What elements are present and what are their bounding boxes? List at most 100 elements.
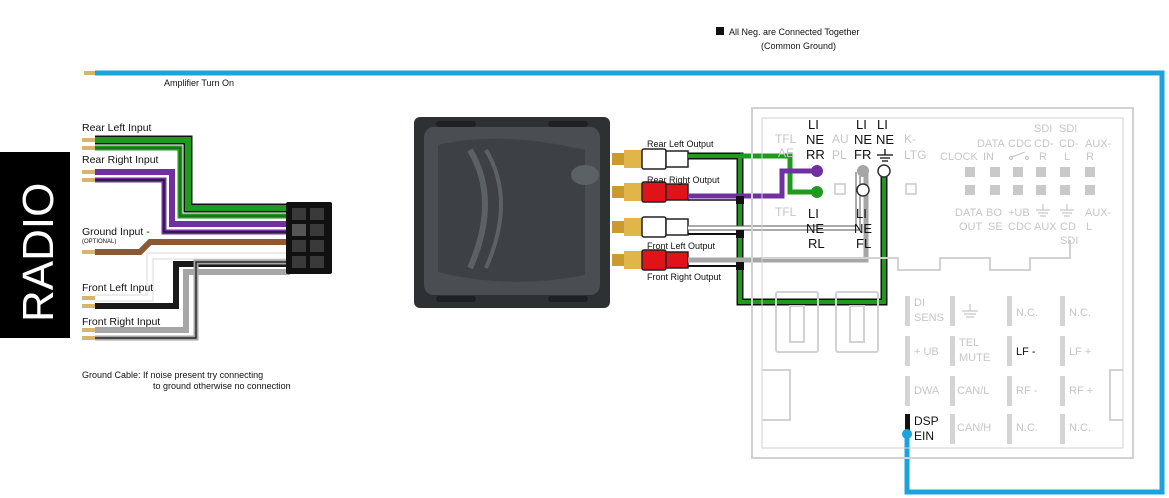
- line-fl-label-1: LI: [856, 206, 867, 221]
- pin-label-data-out-1: DATA: [955, 207, 983, 219]
- line-rl-label-2: NE: [806, 221, 824, 236]
- ground-optional-label: (OPTIONAL): [82, 239, 116, 245]
- pin-line-rl: [811, 186, 823, 198]
- rear-left-input-label: Rear Left Input: [82, 122, 152, 134]
- line-fr-label-2: NE: [854, 132, 872, 147]
- pin-label-ub-cdc-1: +UB: [1008, 207, 1030, 219]
- pin-label-can-h: CAN/H: [957, 422, 991, 434]
- pin-label-k-ltg-1: K-: [904, 132, 916, 146]
- line-fr-label-1: LI: [856, 117, 867, 132]
- pin-line-gnd: [877, 164, 891, 178]
- pin-label-nc-4: N.C.: [1069, 422, 1091, 434]
- pin-label-sdi-cdr-1: SDI: [1034, 123, 1052, 135]
- switch-icon: [1008, 151, 1030, 161]
- pin-label-lf-minus: LF -: [1016, 346, 1036, 358]
- rear-right-wire: [95, 169, 290, 227]
- rear-left-wire-2: [95, 145, 290, 219]
- neg-note-line2: (Common Ground): [761, 41, 836, 51]
- line-fl-label-3: FL: [856, 236, 871, 251]
- pin-label-data-out-2: OUT: [959, 221, 983, 233]
- pin-label-cdc: CDC: [1008, 138, 1032, 150]
- pin-label-rf-plus: RF +: [1069, 385, 1093, 397]
- neg-note-square: [716, 27, 724, 35]
- pin-label-aux-l-1: AUX-: [1085, 207, 1112, 219]
- pin-label-tel-mute-1: TEL: [959, 337, 979, 349]
- front-right-output-wire: [688, 172, 869, 263]
- ground-loop-wire: [688, 154, 886, 304]
- pin-label-data-in-1: DATA: [977, 138, 1005, 150]
- pin-label-sdi-cdl-2: CD-: [1059, 138, 1079, 150]
- line-fr-label-3: FR: [854, 147, 871, 162]
- pin-label-sdi-cdr-3: R: [1039, 151, 1047, 163]
- pin-label-k-ltg-2: LTG: [904, 148, 926, 162]
- pin-label-nc-3: N.C.: [1016, 422, 1038, 434]
- front-right-wire: [95, 269, 290, 333]
- front-left-output-label: Front Left Output: [647, 241, 716, 251]
- rear-left-output-label: Rear Left Output: [647, 139, 714, 149]
- ground-symbol-icon: [1036, 204, 1074, 217]
- front-right-output-label: Front Right Output: [647, 272, 722, 282]
- pin-label-clock: CLOCK: [940, 151, 979, 163]
- au-pl-pin: [834, 183, 846, 195]
- pin-label-dsp-ein-1: DSP: [914, 414, 939, 428]
- pin-label-nc-1: N.C.: [1016, 307, 1038, 319]
- pin-label-tfl-ae-2: AE: [778, 146, 794, 160]
- neg-note-line1: All Neg. are Connected Together: [729, 27, 859, 37]
- pin-label-bo-se-1: BO: [986, 207, 1002, 219]
- pin-label-aux-r-1: AUX-: [1085, 138, 1112, 150]
- pin-label-au-pl-2: PL: [832, 148, 847, 162]
- amp-turn-on-label: Amplifier Turn On: [164, 78, 234, 88]
- line-rl-label-3: RL: [808, 236, 825, 251]
- pin-label-can-l: CAN/L: [957, 385, 989, 397]
- radio-side-block: [0, 152, 70, 338]
- amp-turn-on-wire: [95, 70, 1165, 495]
- pin-label-aux-l-2: L: [1086, 221, 1092, 233]
- rear-left-wire: [95, 137, 290, 211]
- wire-tips: [82, 138, 95, 340]
- pin-label-rf-minus: RF -: [1016, 385, 1038, 397]
- pin-label-sdi-cdr-2: CD-: [1034, 138, 1054, 150]
- rca-connectors: [612, 148, 689, 271]
- rear-right-wire-2-stripe: [95, 179, 290, 233]
- line-rr-label-3: RR: [806, 147, 825, 162]
- radio-label: RADIO: [14, 183, 63, 322]
- pin-line-fl: [856, 183, 870, 197]
- pin-label-sdi-cdl-3: L: [1064, 151, 1070, 163]
- pin-label-dsp-ein-2: EIN: [914, 429, 934, 443]
- pin-label-tfl-2: TFL: [775, 205, 797, 219]
- junction-dots: [736, 196, 744, 270]
- top-pin-squares: [965, 167, 1095, 195]
- rear-left-output-wire: [740, 153, 817, 195]
- pin-label-sdi-cdl-1: SDI: [1059, 123, 1077, 135]
- front-right-wire-2-stripe: [95, 261, 290, 339]
- pin-label-di-sens-1: DI: [914, 297, 925, 309]
- line-ground-icon: [877, 149, 893, 162]
- pin-label-tel-mute-2: MUTE: [959, 352, 990, 364]
- pin-label-lf-plus: LF +: [1069, 346, 1091, 358]
- front-left-input-label: Front Left Input: [82, 282, 153, 294]
- pin-label-gnd-cd: CD: [1060, 221, 1076, 233]
- line-fl-label-2: NE: [854, 221, 872, 236]
- pin-label-au-pl-1: AU: [832, 132, 849, 146]
- pin-label-ub-cdc-2: CDC: [1008, 221, 1032, 233]
- rear-right-input-label: Rear Right Input: [82, 154, 159, 166]
- dsp-ein-wire-end: [902, 429, 912, 439]
- pin-label-tfl-ae-1: TFL: [775, 132, 797, 146]
- rear-right-output-wire: [688, 168, 817, 199]
- line-rr-label-1: LI: [808, 117, 819, 132]
- dsp-pin-block: [905, 414, 910, 432]
- pin-label-nc-2: N.C.: [1069, 307, 1091, 319]
- ground-cable-note-line2: to ground otherwise no connection: [153, 381, 291, 391]
- pin-label-dwa: DWA: [914, 385, 940, 397]
- pin-label-gnd-aux: AUX: [1034, 221, 1057, 233]
- line-gnd-label-2: NE: [876, 132, 894, 147]
- converter-module: [414, 117, 610, 308]
- line-rl-label-1: LI: [808, 206, 819, 221]
- harness-plug: [286, 202, 332, 274]
- pin-line-fr: [857, 165, 869, 177]
- line-rr-label-2: NE: [806, 132, 824, 147]
- front-right-input-label: Front Right Input: [82, 316, 160, 328]
- vehicle-connector: [751, 107, 1134, 459]
- pin-label-di-sens-2: SENS: [914, 312, 944, 324]
